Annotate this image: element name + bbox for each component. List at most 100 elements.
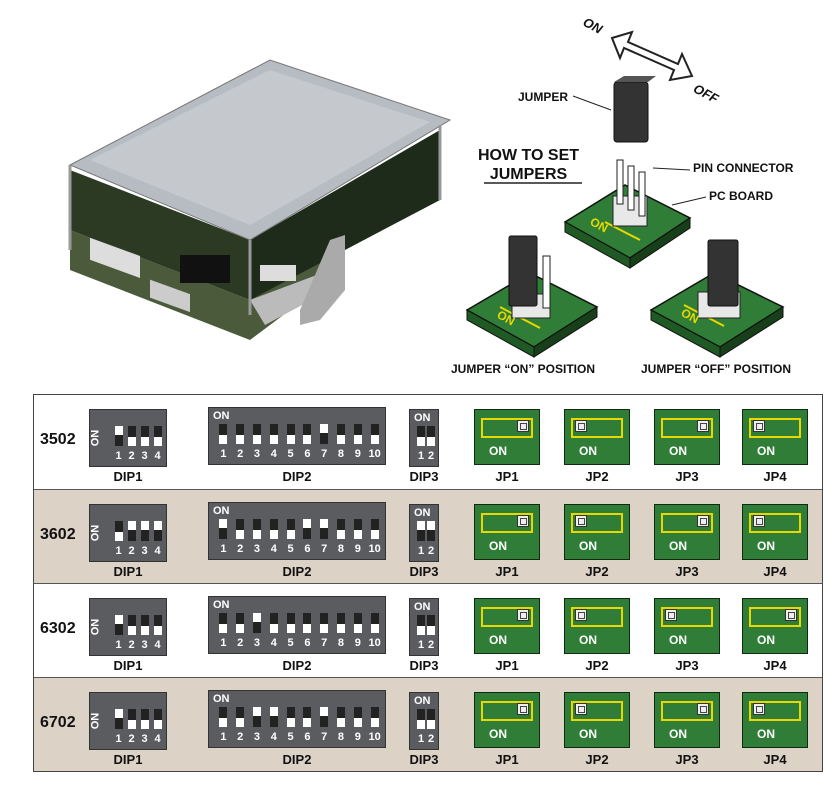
dip2-switch-knob — [303, 435, 312, 444]
jp4-caption: JP4 — [763, 469, 787, 484]
dip2-switch-knob — [320, 519, 329, 528]
dip3-on-label: ON — [414, 412, 431, 424]
dip2-switch — [320, 519, 329, 539]
dip2-switch — [370, 519, 379, 539]
dip2-switch — [219, 707, 228, 727]
jp2-outline — [571, 418, 623, 438]
jp1-jumper-block: ON — [474, 692, 540, 748]
dip3-switch-number: 1 — [417, 639, 425, 651]
jumper-off-board — [649, 239, 785, 358]
dip2-switch — [219, 613, 228, 633]
jp3-outline — [661, 607, 713, 627]
dip2-on-label: ON — [213, 599, 230, 611]
dip2-switch-knob — [370, 624, 379, 633]
dip2-switch-knob — [337, 624, 345, 633]
dip2-switch — [253, 519, 261, 539]
dip2-switch-number: 4 — [270, 448, 277, 460]
dip1-switch-number: 4 — [154, 639, 161, 651]
jp2-outline — [571, 607, 623, 627]
dip1-switch-knob — [127, 720, 136, 729]
dip2-switch-knob — [353, 435, 362, 444]
jp3-on-label: ON — [669, 727, 687, 741]
dip1-switch-knob — [153, 437, 162, 446]
dip3-switch — [427, 521, 435, 541]
dip1-caption: DIP1 — [113, 469, 143, 484]
dip2-switch-knob — [303, 718, 312, 727]
dip1-switch-knob — [114, 709, 123, 718]
jp4-jumper-block: ON — [742, 692, 808, 748]
jp2-jumper-block: ON — [564, 692, 630, 748]
jp1-on-label: ON — [489, 727, 507, 741]
jp2-on-label: ON — [579, 444, 597, 458]
jp3-caption: JP3 — [675, 658, 699, 673]
dip1-switch-number: 1 — [115, 545, 122, 557]
dip2-switch — [320, 424, 329, 444]
dip3-switch-number: 1 — [417, 450, 425, 462]
jp2-caption: JP2 — [585, 658, 609, 673]
dip2-switch-number: 7 — [321, 448, 328, 460]
jp2-on-label: ON — [579, 539, 597, 553]
jp1-outline — [481, 418, 533, 438]
dip2-switch — [286, 613, 295, 633]
dip1-switch — [153, 615, 162, 635]
dip1-switch — [114, 426, 123, 446]
dip2-switch-number: 8 — [337, 637, 345, 649]
jp4-outline — [749, 607, 801, 627]
jp4-jumper-pin — [753, 515, 765, 527]
dip2-on-label: ON — [213, 693, 230, 705]
jp4-jumper-pin — [753, 420, 765, 432]
dip2-switch — [353, 519, 362, 539]
dip2-caption: DIP2 — [282, 564, 312, 579]
dip2-switch — [269, 707, 278, 727]
dip2-on-label: ON — [213, 410, 230, 422]
dip2-switch-number: 3 — [253, 731, 261, 743]
dip2-switch-number: 6 — [304, 637, 311, 649]
pc-board-label: PC BOARD — [709, 189, 774, 203]
dip3-switch-knob — [427, 626, 435, 635]
jp2-jumper-pin — [575, 420, 587, 432]
dip2-switch-knob — [353, 718, 362, 727]
jp3-jumper-pin — [697, 515, 709, 527]
dip2-switch — [219, 519, 228, 539]
jp1-on-label: ON — [489, 539, 507, 553]
dip2-switch-number: 3 — [253, 543, 261, 555]
dip1-switch-knob — [140, 626, 149, 635]
jp4-outline — [749, 513, 801, 533]
dip3-caption: DIP3 — [409, 658, 439, 673]
jp1-jumper-pin — [517, 515, 529, 527]
dip2-switch-knob — [253, 530, 261, 539]
dip1-switch — [114, 521, 123, 541]
dip1-switch — [127, 426, 136, 446]
dip2-switch-knob — [320, 707, 329, 716]
model-number: 3502 — [40, 431, 76, 448]
dip2-switch — [320, 707, 329, 727]
dip2-switch-number: 1 — [220, 448, 227, 460]
dip3-caption: DIP3 — [409, 564, 439, 579]
dip2-switch-knob — [286, 624, 295, 633]
jp4-outline — [749, 701, 801, 721]
dip2-switch-number: 4 — [270, 543, 277, 555]
dip2-switch — [253, 424, 261, 444]
jp2-caption: JP2 — [585, 752, 609, 767]
jp1-outline — [481, 607, 533, 627]
dip2-switch-knob — [320, 424, 329, 433]
dip2-switch-number: 5 — [287, 731, 294, 743]
dip2-switch — [303, 707, 312, 727]
dip1-switch-knob — [153, 521, 162, 530]
jp3-jumper-block: ON — [654, 598, 720, 654]
jp4-caption: JP4 — [763, 564, 787, 579]
jp1-jumper-pin — [517, 703, 529, 715]
central-jumper-illustration — [484, 76, 707, 269]
on-off-arrow-icon — [610, 30, 694, 82]
dip3-switch-knob — [417, 437, 425, 446]
dip1-caption: DIP1 — [113, 564, 143, 579]
dip1-caption: DIP1 — [113, 752, 143, 767]
model-number: 6302 — [40, 620, 76, 637]
jp4-caption: JP4 — [763, 752, 787, 767]
